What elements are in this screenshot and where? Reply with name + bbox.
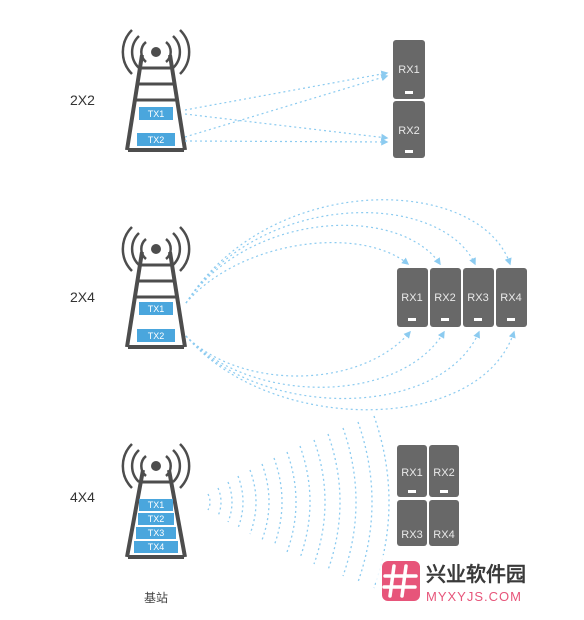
config-label-2x4: 2X4 <box>70 289 95 305</box>
config-label-2x2: 2X2 <box>70 92 95 108</box>
config-4x4: 4X4 TX1 TX2 TX3 TX4 <box>70 415 459 605</box>
tx-label: TX4 <box>148 542 165 552</box>
tx-panel <box>136 527 176 539</box>
rx-device: RX2 <box>393 101 425 158</box>
watermark-url: MYXYJS.COM <box>426 589 522 604</box>
signal-beams <box>185 199 516 411</box>
tx-label: TX2 <box>148 514 165 524</box>
base-station-tower-icon <box>121 226 191 349</box>
rx-label: RX4 <box>500 292 521 304</box>
rx-label: RX2 <box>398 125 419 137</box>
rx-label: RX1 <box>401 467 422 479</box>
rx-device: RX3 <box>463 268 494 327</box>
config-2x2: 2X2 TX1 TX2 RX1 <box>70 29 425 158</box>
rx-device: RX1 <box>393 40 425 99</box>
tx-panel <box>139 302 173 315</box>
tx-label: TX1 <box>148 109 165 119</box>
watermark-brand: 兴业软件园 <box>426 562 526 586</box>
hash-logo-icon <box>382 561 420 601</box>
rx-label: RX1 <box>401 292 422 304</box>
rx-device: RX3 <box>397 500 427 546</box>
config-label-4x4: 4X4 <box>70 489 95 505</box>
rx-device: RX1 <box>397 445 427 497</box>
tx-panel <box>138 513 174 525</box>
rx-label: RX4 <box>433 529 454 541</box>
watermark: 兴业软件园 MYXYJS.COM <box>376 555 584 610</box>
tx-panel <box>134 541 178 553</box>
rx-device: RX2 <box>429 445 459 497</box>
config-2x4: 2X4 TX1 TX2 <box>70 199 527 411</box>
tx-label: TX2 <box>148 135 165 145</box>
tx-panel <box>139 107 173 120</box>
rx-device: RX1 <box>397 268 428 327</box>
rx-label: RX1 <box>398 64 419 76</box>
rx-label: RX3 <box>401 529 422 541</box>
tx-label: TX2 <box>148 331 165 341</box>
tx-label: TX3 <box>148 528 165 538</box>
base-station-tower-icon <box>121 443 191 559</box>
tx-label: TX1 <box>148 304 165 314</box>
tx-label: TX1 <box>148 500 165 510</box>
base-station-tower-icon <box>121 29 191 152</box>
rx-device: RX2 <box>430 268 461 327</box>
tx-panel <box>137 133 175 146</box>
signal-beams <box>184 70 389 146</box>
rx-label: RX2 <box>433 467 454 479</box>
rx-label: RX3 <box>467 292 488 304</box>
base-station-caption: 基站 <box>144 591 168 605</box>
rx-label: RX2 <box>434 292 455 304</box>
rx-device: RX4 <box>496 268 527 327</box>
rx-device: RX4 <box>429 500 459 546</box>
signal-wavefronts <box>207 415 390 589</box>
tx-panel <box>139 499 173 511</box>
tx-panel <box>137 329 175 342</box>
